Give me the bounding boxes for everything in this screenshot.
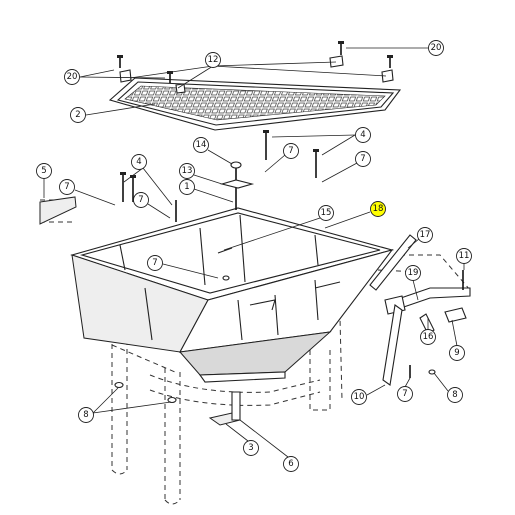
callout-c-12: 12 [205,52,221,68]
callout-circle [405,265,421,281]
callout-c-11: 11 [456,248,472,264]
callout-circle [78,407,94,423]
cover-brackets [119,55,394,94]
callout-c-17: 17 [417,227,433,243]
callout-c-3: 3 [243,440,259,456]
callout-label: 10 [354,392,365,402]
agitator-parts [217,161,255,281]
callout-c-7e: 7 [147,255,163,271]
callout-label: 2 [75,110,80,120]
callout-circle [351,389,367,405]
callout-label: 20 [431,43,442,53]
callout-circle [449,345,465,361]
callout-label: 1 [184,182,189,192]
callout-c-19: 19 [405,265,421,281]
callout-label: 18 [373,204,384,214]
frame-dashed [40,199,471,505]
callout-label: 7 [64,182,69,192]
callout-label: 8 [83,410,88,420]
hopper-bolts [120,130,319,222]
callout-circle [397,386,413,402]
callout-label: 13 [182,166,193,176]
callout-circle [36,163,52,179]
callout-c-14: 14 [193,137,209,153]
callout-label: 9 [454,348,459,358]
callout-circle [420,329,436,345]
callout-c-15: 15 [318,205,334,221]
callout-c-16: 16 [420,329,436,345]
callout-c-4b: 4 [131,154,147,170]
callout-label: 5 [41,166,46,176]
callout-circle [147,255,163,271]
callout-label: 7 [360,154,365,164]
callout-label: 11 [459,251,470,261]
hopper-tub [70,207,395,383]
callout-circle [447,387,463,403]
callout-label: 15 [321,208,332,218]
bottom-parts [114,381,242,426]
callout-circle [243,440,259,456]
callout-c-5: 5 [36,163,52,179]
callout-label: 3 [248,443,253,453]
callout-c-7b: 7 [355,151,371,167]
callout-circle [70,107,86,123]
callout-c-18: 18 [370,201,386,217]
callout-circle [64,69,80,85]
callout-label: 8 [452,390,457,400]
callout-circle [133,192,149,208]
callout-label: 7 [152,258,157,268]
callout-label: 4 [136,157,141,167]
callout-label: 7 [402,389,407,399]
callout-c-8a: 8 [447,387,463,403]
callout-circle [59,179,75,195]
lever-mechanism [369,234,471,386]
callout-circle [355,151,371,167]
callout-c-2: 2 [70,107,86,123]
callout-circle [370,201,386,217]
callout-c-8b: 8 [78,407,94,423]
callout-circle [179,163,195,179]
callout-c-6: 6 [283,456,299,472]
callout-c-9: 9 [449,345,465,361]
callout-label: 19 [408,268,419,278]
callout-label: 20 [67,72,78,82]
callout-c-7c: 7 [59,179,75,195]
callout-circle [428,40,444,56]
callout-circle [355,127,371,143]
callout-circle [205,52,221,68]
callout-label: 12 [208,55,219,65]
callout-c-1: 1 [179,179,195,195]
callout-c-4a: 4 [355,127,371,143]
callout-label: 16 [423,332,434,342]
side-strip-part [39,196,77,225]
callout-c-20a: 20 [428,40,444,56]
callout-c-7d: 7 [133,192,149,208]
callout-c-10: 10 [351,389,367,405]
callout-circle [193,137,209,153]
callout-c-20b: 20 [64,69,80,85]
callout-c-13: 13 [179,163,195,179]
callout-circle [417,227,433,243]
callout-circle [283,143,299,159]
leader-lines [43,47,465,458]
callout-c-7f: 7 [397,386,413,402]
callout-label: 7 [138,195,143,205]
callout-label: 14 [196,140,207,150]
callout-label: 17 [420,230,431,240]
callout-circle [318,205,334,221]
cover-screws [117,41,393,83]
callout-circle [283,456,299,472]
callout-label: 7 [288,146,293,156]
callout-label: 4 [360,130,365,140]
callout-label: 6 [288,459,293,469]
callout-circle [131,154,147,170]
callout-circle [456,248,472,264]
callout-c-7a: 7 [283,143,299,159]
callout-circle [179,179,195,195]
